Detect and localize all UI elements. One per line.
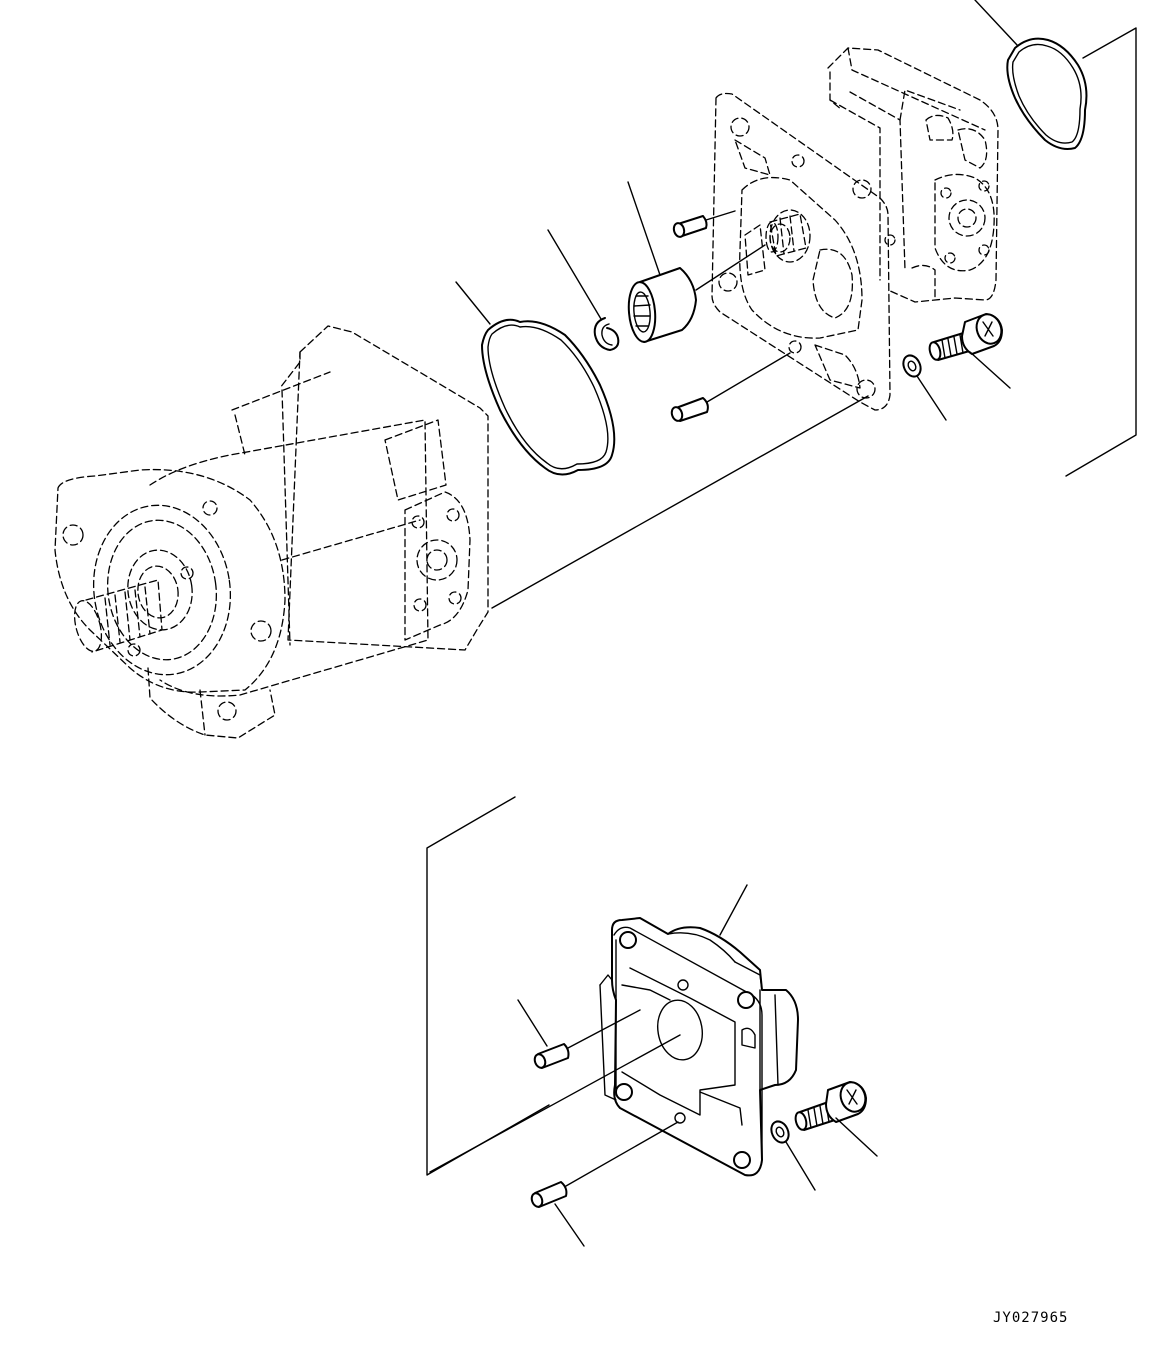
o-ring-right	[974, 0, 1088, 150]
dowel-pin-top-upper	[672, 210, 736, 238]
spline-coupling	[627, 181, 766, 343]
o-ring-left	[455, 281, 616, 476]
rear-pump-section	[711, 47, 999, 411]
snap-ring	[547, 229, 620, 351]
washer-bottom	[770, 1120, 816, 1191]
dowel-pin-bottom-lower	[429, 1034, 681, 1247]
gear-shaft	[765, 213, 807, 257]
main-pump-body	[54, 325, 489, 739]
drawing-id-label: JY027965	[993, 1310, 1069, 1326]
bottom-assembly-frame	[426, 796, 550, 1176]
cover-plate	[599, 884, 799, 1177]
dowel-pin-top-lower	[670, 352, 791, 422]
top-assembly-frame	[491, 27, 1137, 609]
washer-top	[902, 354, 947, 421]
bolt-top	[928, 313, 1011, 389]
dowel-pin-bottom-upper	[517, 999, 641, 1069]
bolt-bottom	[794, 1081, 878, 1157]
